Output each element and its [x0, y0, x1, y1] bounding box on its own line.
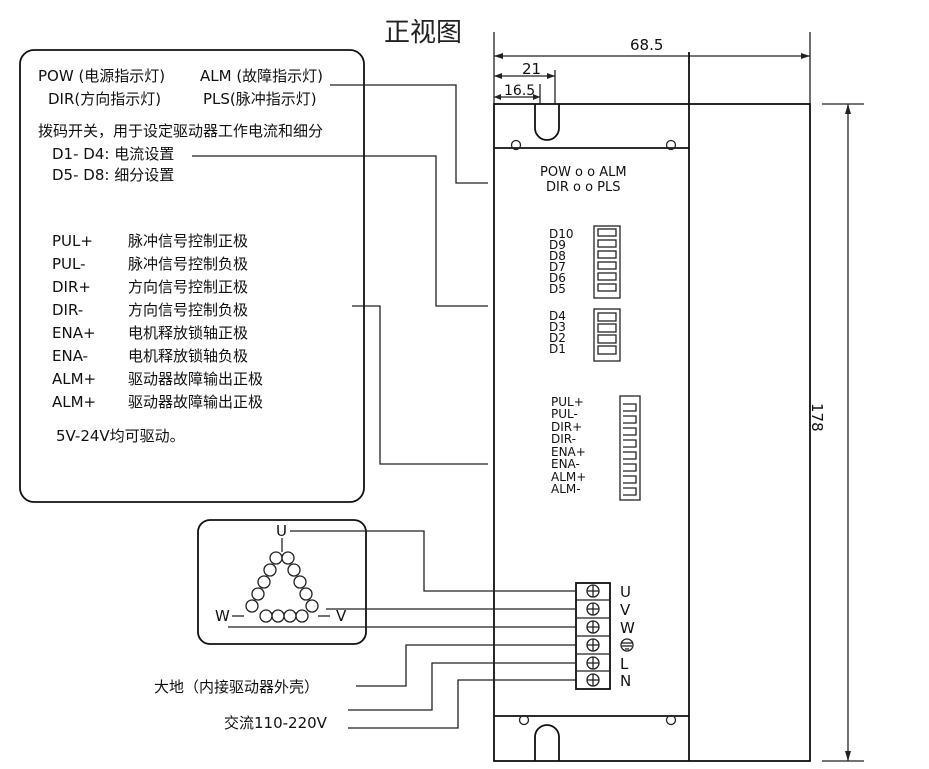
screw-hole-icon [518, 714, 530, 726]
signal-label: PUL- [551, 407, 578, 421]
legend-signal-desc: 脉冲信号控制负极 [128, 255, 248, 273]
ground-symbol-icon [620, 638, 634, 652]
legend-d1-d4: D1- D4: 电流设置 [52, 145, 174, 163]
legend-signal-name: DIR+ [52, 278, 91, 296]
dip-label: D8 [549, 249, 566, 263]
motor-u-label: U [276, 522, 287, 540]
legend-signal-desc: 脉冲信号控制正极 [128, 232, 248, 250]
dip-label: D4 [549, 309, 566, 323]
legend-signal-name: ENA+ [52, 324, 96, 342]
signal-label: PUL+ [551, 395, 584, 409]
screw-hole-icon [665, 139, 677, 151]
dip-label: D1 [549, 342, 566, 356]
legend-voltage-note: 5V-24V均可驱动。 [56, 427, 185, 445]
dimension-height: 178 [808, 103, 864, 762]
wire-ac-l [348, 662, 576, 711]
dimension-width: 68.5 [493, 32, 811, 104]
dip-label: D9 [549, 238, 566, 252]
signal-connector-labels: PUL+ PUL- DIR+ DIR- ENA+ ENA- ALM+ ALM- [551, 395, 586, 496]
leader-line-dip [192, 155, 488, 307]
terminal-label-u: U [620, 583, 631, 601]
signal-label: DIR+ [551, 420, 582, 434]
wire-ac-n [348, 679, 576, 729]
dip-label: D2 [549, 331, 566, 345]
driver-body [493, 52, 811, 762]
legend-box [19, 49, 365, 503]
signal-label: ENA- [551, 457, 580, 471]
dimension-height-label: 178 [808, 403, 826, 432]
terminal-label-n: N [620, 672, 631, 690]
device-led-row2: DIR o o PLS [546, 180, 621, 195]
signal-label: ALM- [551, 482, 581, 496]
legend-signal-desc: 电机释放锁轴负极 [128, 347, 248, 365]
legend-pow: POW (电源指示灯) [38, 67, 165, 85]
dimension-21: 21 [494, 60, 556, 104]
motor-w-label: W [215, 607, 230, 625]
legend-signal-desc: 方向信号控制负极 [128, 301, 248, 319]
dip-label: D7 [549, 260, 566, 274]
screw-hole-icon [665, 714, 677, 726]
legend-dir: DIR(方向指示灯) [48, 90, 161, 108]
dip-switch-block-lower [593, 308, 621, 362]
legend-signal-name: DIR- [52, 301, 83, 319]
dimension-width-label: 68.5 [630, 36, 663, 54]
screw-hole-icon [510, 139, 522, 151]
signal-label: DIR- [551, 432, 576, 446]
mounting-slot-bottom [534, 724, 560, 761]
legend-signal-desc: 方向信号控制正极 [128, 278, 248, 296]
terminal-label-v: V [620, 601, 631, 619]
legend-signal-name: ALM+ [52, 393, 96, 411]
legend-d5-d8: D5- D8: 细分设置 [52, 166, 174, 184]
page-title: 正视图 [384, 18, 462, 48]
signal-connector-block [619, 395, 641, 501]
legend-signal-desc: 驱动器故障输出正极 [128, 393, 263, 411]
dip-label: D5 [549, 282, 566, 296]
power-terminal-block [575, 582, 611, 690]
legend-signal-name: PUL- [52, 255, 86, 273]
legend-signal-name: ENA- [52, 347, 88, 365]
motor-v-label: V [336, 607, 347, 625]
dip-label: D10 [549, 227, 574, 241]
motor-winding-box [197, 519, 367, 645]
legend-dip-desc: 拨码开关，用于设定驱动器工作电流和细分 [38, 122, 323, 140]
dip-switch-block-upper [593, 225, 621, 299]
ground-annotation: 大地（内接驱动器外壳） [154, 678, 319, 696]
leader-line-signals [352, 305, 488, 465]
terminal-label-l: L [620, 655, 629, 673]
terminal-label-w: W [620, 619, 635, 637]
motor-winding-delta-icon [232, 538, 330, 623]
dip-switch-labels: D10 D9 D8 D7 D6 D5 D4 D3 D2 D1 [549, 227, 574, 356]
wire-ground [356, 644, 576, 687]
wire-u [290, 530, 576, 592]
dimension-16-5-label: 16.5 [504, 83, 535, 99]
leader-line-leds [330, 84, 488, 184]
legend-signal-desc: 电机释放锁轴正极 [128, 324, 248, 342]
ac-annotation: 交流110-220V [224, 714, 328, 732]
legend-signal-list: PUL+ 脉冲信号控制正极 PUL- 脉冲信号控制负极 DIR+ 方向信号控制正… [52, 232, 263, 411]
dip-label: D3 [549, 320, 566, 334]
signal-label: ALM+ [551, 470, 586, 484]
dimension-16-5: 16.5 [494, 83, 541, 104]
legend-signal-name: ALM+ [52, 370, 96, 388]
legend-signal-name: PUL+ [52, 232, 93, 250]
mounting-slot-top [534, 104, 560, 141]
dimension-21-label: 21 [522, 60, 541, 78]
legend-alm: ALM (故障指示灯) [200, 67, 323, 85]
legend-signal-desc: 驱动器故障输出正极 [128, 370, 263, 388]
dip-label: D6 [549, 271, 566, 285]
device-led-row1: POW o o ALM [540, 165, 627, 180]
legend-pls: PLS(脉冲指示灯) [203, 90, 317, 108]
signal-label: ENA+ [551, 445, 586, 459]
